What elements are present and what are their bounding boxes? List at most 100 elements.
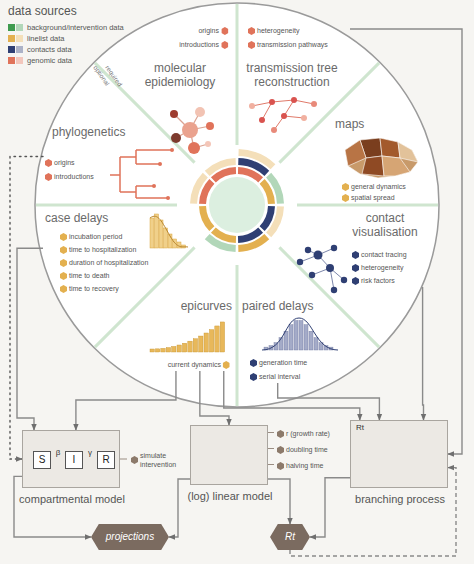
bullet-row: incubation period xyxy=(60,232,122,241)
network-icon-part xyxy=(171,133,181,143)
model-title: compartmental model xyxy=(19,493,125,506)
delay-histogram-part xyxy=(150,218,154,248)
network-icon xyxy=(170,107,214,154)
method-sector: transmission tree reconstructionheteroge… xyxy=(234,24,350,92)
leader-lines-part xyxy=(268,432,274,433)
connector-arrow xyxy=(278,383,380,420)
edge-label: β xyxy=(55,448,62,458)
item-text: spatial spread xyxy=(351,193,395,202)
phylogenetic-tree-icon-part xyxy=(152,184,156,188)
delay-histogram-part xyxy=(155,214,159,248)
leader-lines-part xyxy=(268,448,274,449)
item-text: serial interval xyxy=(259,372,300,381)
bullet-row: contact tracing xyxy=(352,250,407,259)
bullet-row: general dynamics xyxy=(342,182,406,191)
epicurve-bars-part xyxy=(204,333,208,352)
connector-arrow xyxy=(10,156,43,459)
transmission-tree-icon-part xyxy=(249,103,255,109)
bullet-hexagon xyxy=(352,251,359,259)
item-text: simulate intervention xyxy=(140,451,176,469)
bullet-row: r (growth rate) xyxy=(277,429,330,438)
contact-network-icon-part xyxy=(331,287,337,293)
item-text: introductions xyxy=(179,40,219,49)
method-sector: paired delaysgeneration timeserial inter… xyxy=(240,298,315,383)
bullet-hexagon xyxy=(60,272,67,280)
bullet-hexagon xyxy=(248,41,255,49)
output-hexagon: Rt xyxy=(270,524,310,550)
transmission-tree-icon-part xyxy=(311,101,317,107)
bullet-hexagon xyxy=(250,359,257,367)
data-rings-part xyxy=(238,234,269,252)
method-sector: phylogeneticsoriginsintroductions xyxy=(43,124,127,183)
paired-delay-bars-part xyxy=(299,321,303,350)
contact-network-icon-part xyxy=(331,245,337,251)
sector-dividers-part xyxy=(236,4,239,145)
item-text: r (growth rate) xyxy=(286,429,330,438)
output-label: Rt xyxy=(285,531,295,543)
item-text: origins xyxy=(54,158,75,167)
transmission-tree-icon-part xyxy=(291,97,297,103)
bullet-row: risk factors xyxy=(352,276,395,285)
chart-label: Rt xyxy=(355,423,365,432)
compartment-box: S xyxy=(33,451,51,469)
transmission-tree-icon-part xyxy=(294,100,314,104)
method-sector: epicurvescurrent dynamics xyxy=(166,298,234,371)
data-rings-part xyxy=(266,206,284,237)
legend-swatch-optional xyxy=(16,57,23,64)
bullet-row: spatial spread xyxy=(342,193,395,202)
item-text: time to recovery xyxy=(69,284,119,293)
output-hexagon: projections xyxy=(91,524,169,550)
paired-delay-curve xyxy=(262,318,338,350)
epicurve-bars-part xyxy=(215,326,219,352)
sector-title: contact visualisation xyxy=(340,212,430,240)
delay-curve xyxy=(150,216,188,247)
connector-arrow xyxy=(169,479,190,537)
legend-swatch xyxy=(8,35,15,42)
bullet-row: origins xyxy=(198,26,228,35)
output-label: projections xyxy=(106,531,154,543)
compartment-box: R xyxy=(97,451,115,469)
data-rings-part xyxy=(209,177,265,233)
network-icon-part xyxy=(206,122,214,130)
compartment-label: I xyxy=(73,454,76,466)
bullet-hexagon xyxy=(60,246,67,254)
method-wheel xyxy=(35,3,439,407)
paired-delay-bars-part xyxy=(279,338,283,350)
connector-arrow xyxy=(310,478,350,537)
epicurve-bars-part xyxy=(199,336,203,352)
bullet-hexagon xyxy=(60,246,67,254)
transmission-tree-icon xyxy=(249,97,317,133)
bullet-row: halving time xyxy=(277,461,323,470)
bullet-hexagon xyxy=(352,251,359,259)
bullet-row: duration of hospitalization xyxy=(60,258,148,267)
legend-text: background/intervention data xyxy=(27,23,124,32)
phylogenetic-tree-icon-part xyxy=(110,150,172,198)
data-rings-part xyxy=(190,173,208,204)
sector-dividers-part xyxy=(36,204,177,207)
network-icon-part xyxy=(195,107,205,117)
bullet-hexagon xyxy=(223,361,230,369)
epicurve-bars-part xyxy=(182,343,186,352)
epicurve-bars-part xyxy=(220,322,224,352)
connector-arrow xyxy=(76,371,176,430)
item-text: general dynamics xyxy=(351,182,406,191)
legend-text: linelist data xyxy=(27,34,65,43)
method-sector: molecular epidemiologyoriginsintroductio… xyxy=(128,24,232,92)
epicurve-bars-part xyxy=(177,345,181,352)
epicurve-bars-part xyxy=(193,339,197,352)
map-icon-part xyxy=(345,140,366,166)
transmission-tree-icon-part xyxy=(259,117,265,123)
transmission-tree-icon-part xyxy=(284,116,304,118)
item-text: time to death xyxy=(69,271,109,280)
sector-title: maps xyxy=(335,118,364,132)
bullet-row: time to death xyxy=(60,271,109,280)
bullet-hexagon xyxy=(342,194,349,202)
bullet-hexagon xyxy=(131,456,138,464)
epicurve-bars-part xyxy=(209,330,213,352)
legend-row: background/intervention data xyxy=(8,22,124,33)
bullet-hexagon xyxy=(277,446,284,454)
connector-arrow xyxy=(422,287,424,420)
bullet-hexagon xyxy=(221,41,228,49)
contact-network-icon xyxy=(297,245,347,293)
